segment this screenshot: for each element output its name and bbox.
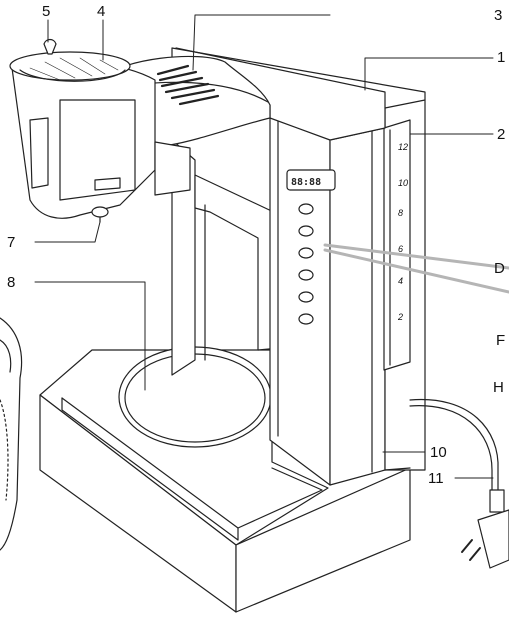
carafe-fragment <box>0 317 23 551</box>
clock-display: 88:88 <box>286 169 336 191</box>
control-column <box>269 109 386 486</box>
hot-plate <box>118 346 272 448</box>
callout-11: 11 <box>428 470 444 487</box>
control-buttons <box>298 203 314 325</box>
callout-h: H <box>493 379 504 396</box>
power-cord <box>409 398 499 491</box>
start-button-4 <box>298 269 314 281</box>
water-scale-4: 4 <box>398 276 403 286</box>
back-column <box>171 139 281 376</box>
lid-vents <box>156 64 220 106</box>
callout-line-1 <box>364 57 494 91</box>
start-button-5 <box>298 291 314 303</box>
callout-3: 3 <box>494 7 502 24</box>
pointer-lines <box>323 243 509 294</box>
callout-8: 8 <box>7 274 15 291</box>
callout-line-7 <box>34 221 101 243</box>
callout-4: 4 <box>97 3 105 20</box>
filter-handle-hook <box>43 38 57 55</box>
water-scale-8: 8 <box>398 208 403 218</box>
callout-10: 10 <box>430 444 447 461</box>
callout-2: 2 <box>497 126 505 143</box>
filter-holder <box>9 51 191 219</box>
water-level-window: 12 10 8 6 4 2 <box>383 119 411 371</box>
anti-drip-valve <box>91 206 109 223</box>
callout-lines <box>34 14 494 479</box>
start-button-3 <box>298 247 314 259</box>
callout-d: D <box>494 260 505 277</box>
start-button-1 <box>298 203 314 215</box>
start-button-6 <box>298 313 314 325</box>
display-digits: 88:88 <box>291 177 321 188</box>
callout-line-3 <box>192 14 331 71</box>
water-scale-6: 6 <box>398 244 403 254</box>
water-scale-10: 10 <box>398 178 408 188</box>
callout-1: 1 <box>497 49 505 66</box>
pointer-line-f <box>323 248 509 294</box>
callout-5: 5 <box>42 3 50 20</box>
callout-line-8 <box>34 281 146 391</box>
water-scale-2: 2 <box>397 312 403 322</box>
pointer-line-d <box>323 243 509 270</box>
water-scale-12: 12 <box>398 142 408 152</box>
start-button-2 <box>298 225 314 237</box>
power-plug <box>461 489 509 569</box>
callout-numbers: 5 4 3 1 2 7 8 10 11 D F H <box>7 3 505 487</box>
callout-f: F <box>496 332 505 349</box>
callout-7: 7 <box>7 234 15 251</box>
